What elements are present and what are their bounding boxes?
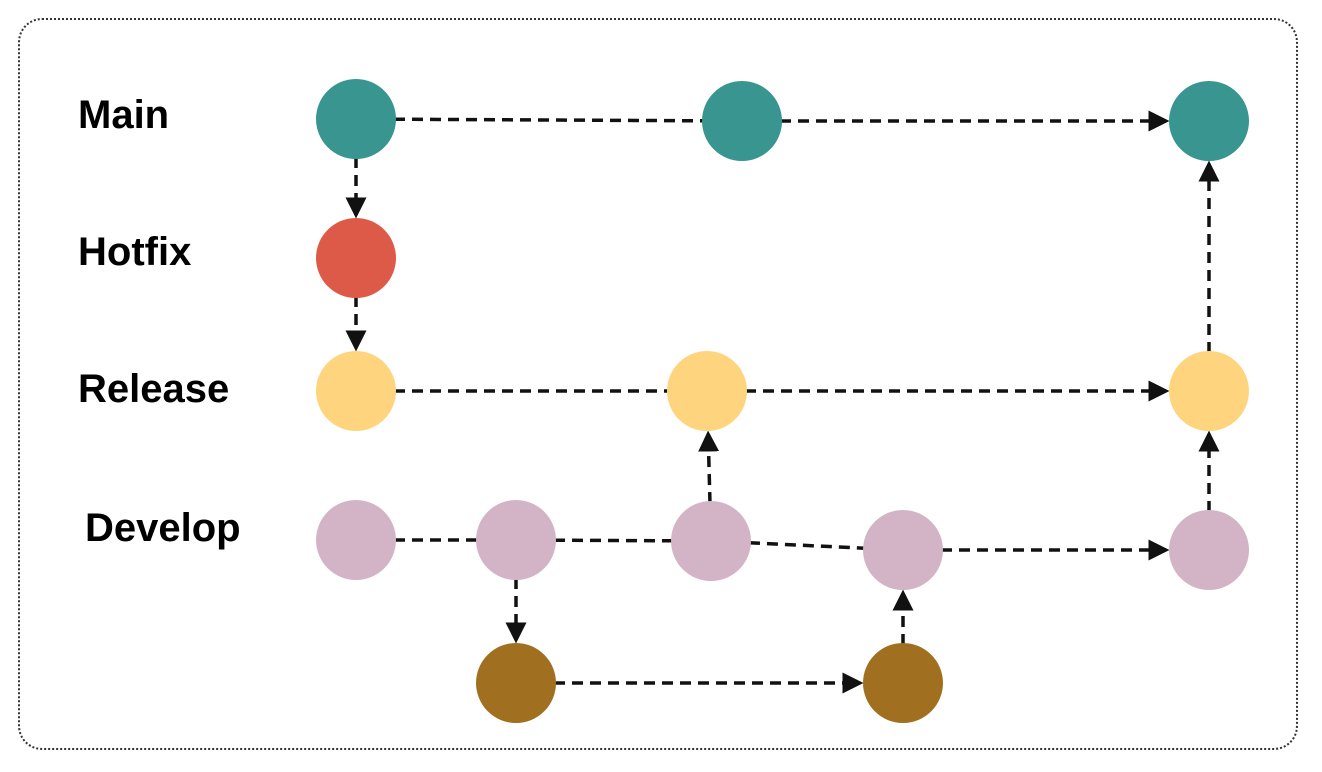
edge-m1-to-m2	[393, 117, 705, 123]
commit-node-main-m2	[702, 81, 782, 161]
commit-node-release-r2	[667, 351, 747, 431]
commit-node-release-r1	[316, 351, 396, 431]
edge-d2-to-d3	[553, 538, 674, 543]
edge-d3-to-r2	[698, 430, 720, 504]
commit-node-main-m3	[1169, 81, 1249, 161]
lane-label-main: Main	[78, 93, 170, 137]
commit-node-feature-f2	[863, 643, 943, 723]
commit-node-feature-f1	[476, 643, 556, 723]
commit-node-develop-d3	[671, 501, 751, 581]
commit-node-develop-d1	[316, 500, 396, 580]
commit-nodes	[316, 79, 1249, 723]
commit-node-develop-d5	[1169, 510, 1249, 590]
lane-label-release: Release	[78, 367, 230, 411]
commit-node-release-r3	[1169, 351, 1249, 431]
diagram-frame	[18, 18, 1298, 750]
commit-node-main-m1	[316, 79, 396, 159]
commit-node-develop-d4	[863, 510, 943, 590]
edge-d3-to-d4	[748, 541, 866, 550]
lane-label-hotfix: Hotfix	[78, 230, 192, 274]
commit-node-develop-d2	[476, 500, 556, 580]
commit-node-hotfix-h1	[316, 218, 396, 298]
flow-edges	[345, 110, 1220, 694]
lane-label-develop: Develop	[85, 506, 241, 550]
